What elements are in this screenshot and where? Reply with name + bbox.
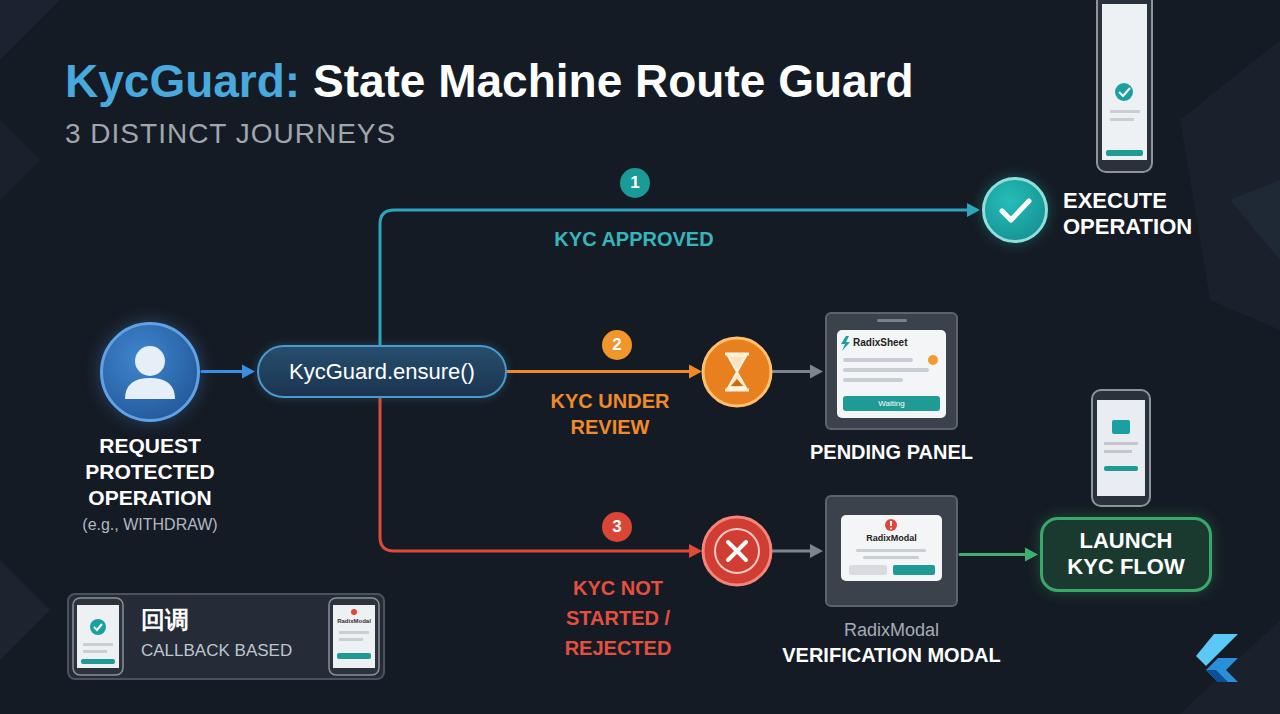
flutter-logo	[1196, 634, 1238, 682]
edge-label: KYC NOT STARTED / REJECTED	[553, 573, 683, 663]
flow-arrow	[960, 548, 1038, 562]
node-label: LAUNCH KYC FLOW	[1066, 528, 1186, 580]
hourglass-icon	[703, 338, 771, 406]
bg-shape	[0, 560, 50, 660]
connector-line	[773, 370, 813, 373]
arrow-head	[689, 544, 702, 558]
connector-line	[773, 550, 813, 553]
flow-arrow	[507, 365, 823, 379]
flow-arrow	[202, 365, 255, 379]
modal-panel: RadixModalRadixModalVERIFICATION MODAL	[825, 495, 958, 607]
edge-label: KYC UNDER REVIEW	[535, 388, 685, 440]
node-sublabel: Waiting	[843, 396, 940, 411]
node-sublabel: (e.g., WITHDRAW)	[60, 515, 240, 535]
node-illustration	[69, 595, 383, 678]
node-illustration	[827, 314, 956, 428]
node-sublabel: VERIFICATION MODAL	[757, 643, 1026, 667]
node-illustration	[985, 180, 1045, 240]
arrow-head	[967, 203, 980, 217]
reject-icon	[703, 517, 771, 585]
node-illustration	[103, 325, 197, 419]
callout-number: 2	[602, 330, 632, 360]
callout-number: 3	[602, 512, 632, 542]
edge-label: KYC APPROVED	[534, 226, 734, 252]
launch-box: LAUNCH KYC FLOW	[1040, 517, 1212, 592]
arrow-head	[810, 544, 823, 558]
node-label: 回调	[141, 605, 311, 635]
connector-line	[507, 370, 692, 373]
connector-line	[960, 553, 1028, 556]
node-label: KycGuard.ensure()	[259, 347, 505, 396]
arrow-head	[810, 365, 823, 379]
phone-illustration	[1097, 0, 1152, 172]
callback-box: 回调 CALLBACK BASED RadixModal	[67, 593, 385, 680]
bg-shape	[0, 0, 60, 60]
node-illustration	[827, 497, 956, 605]
phone-illustration	[1092, 390, 1150, 506]
connector-line	[202, 370, 245, 373]
start-circle: REQUEST PROTECTED OPERATION(e.g., WITHDR…	[100, 322, 200, 422]
bg-shape	[1230, 180, 1280, 260]
node-sublabel: RadixModal	[787, 619, 996, 641]
callout-number: 1	[620, 168, 650, 198]
guard-pill: KycGuard.ensure()	[257, 345, 507, 398]
arrow-head	[689, 365, 702, 379]
arrow-head	[242, 365, 255, 379]
node-label: RadixModal	[827, 533, 956, 544]
bg-shape	[1180, 40, 1280, 330]
node-label: RadixSheet	[853, 337, 943, 349]
pending-panel: RadixSheetWaitingPENDING PANEL	[825, 312, 958, 430]
diagram-title: KycGuard: State Machine Route Guard	[65, 54, 914, 108]
node-sublabel: RadixModal	[333, 617, 375, 625]
node-label: EXECUTE OPERATION	[1063, 188, 1203, 240]
bg-shape	[1180, 620, 1280, 714]
node-label: REQUEST PROTECTED OPERATION	[70, 433, 230, 511]
node-sublabel: CALLBACK BASED	[141, 641, 321, 661]
node-sublabel: PENDING PANEL	[785, 440, 998, 464]
arrow-head	[1025, 548, 1038, 562]
approved-circle: EXECUTE OPERATION	[982, 177, 1048, 243]
subtitle: 3 DISTINCT JOURNEYS	[65, 118, 396, 150]
bg-shape	[0, 120, 40, 200]
